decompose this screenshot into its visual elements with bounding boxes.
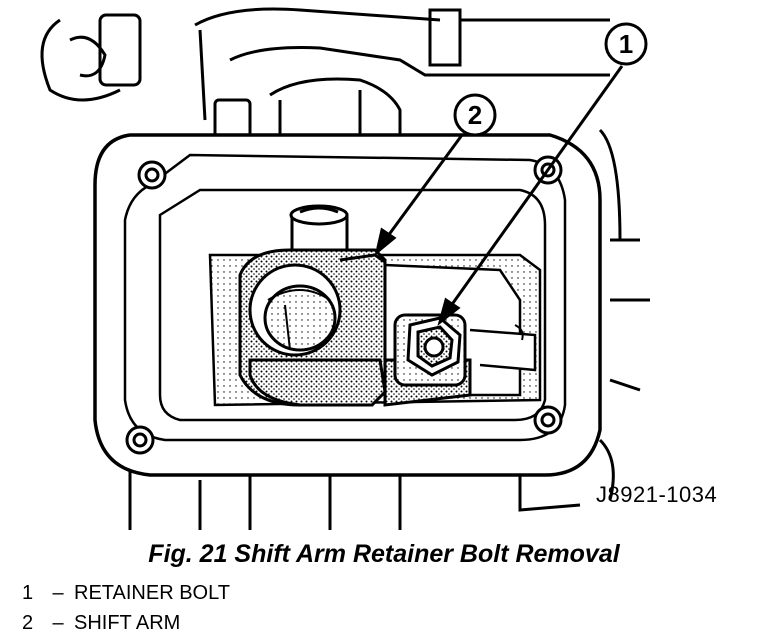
figure-part-number: J8921-1034 [596, 482, 718, 507]
legend-item-dash: – [52, 582, 64, 604]
legend-item-dash: – [52, 612, 64, 634]
callout-leaders [374, 65, 624, 326]
shift-arm-illustration: 1 2 [40, 7, 650, 530]
retainer-bolt [393, 313, 467, 387]
shift-rail [289, 204, 349, 257]
shift-arm [238, 248, 387, 407]
legend-item-number: 1 [22, 582, 34, 604]
transmission-housing [40, 7, 650, 530]
legend-item-label: SHIFT ARM [74, 612, 181, 634]
figure-caption: Fig. 21 Shift Arm Retainer Bolt Removal [148, 540, 620, 568]
callout-1: 1 [604, 22, 648, 66]
legend: 1 – RETAINER BOLT 2 – SHIFT ARM [22, 578, 230, 638]
legend-item: 2 – SHIFT ARM [22, 608, 230, 638]
legend-item: 1 – RETAINER BOLT [22, 578, 230, 608]
callout-2: 2 [453, 93, 497, 137]
callout-2-number: 2 [468, 100, 482, 130]
callout-1-number: 1 [619, 29, 633, 59]
legend-item-label: RETAINER BOLT [74, 582, 230, 604]
legend-item-number: 2 [22, 612, 34, 634]
